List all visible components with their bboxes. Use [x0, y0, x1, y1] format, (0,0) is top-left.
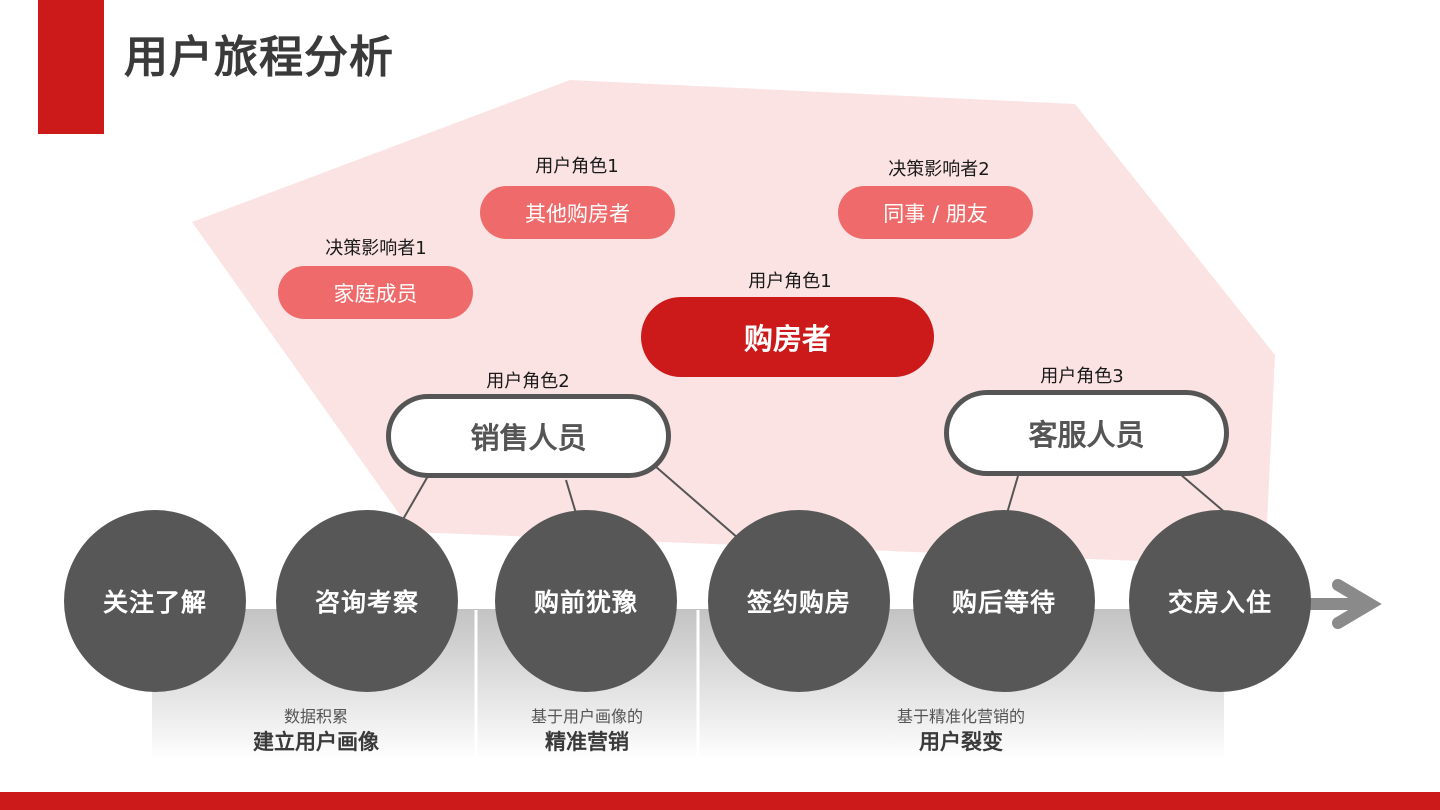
stage-circle: 签约购房 — [708, 510, 890, 692]
role-label-sales: 用户角色2 — [486, 371, 570, 392]
role-label-colleagues: 决策影响者2 — [888, 159, 990, 180]
role-label-buyer: 用户角色1 — [748, 271, 832, 292]
role-label-family: 决策影响者1 — [325, 238, 427, 259]
role-pill-buyer: 购房者 — [641, 297, 934, 377]
role-pill-sales: 销售人员 — [386, 394, 671, 478]
stage-group-title: 建立用户画像 — [253, 730, 379, 754]
stage-group-subtitle: 基于用户画像的 — [530, 707, 644, 726]
stage-group-caption: 基于用户画像的 精准营销 — [531, 706, 643, 756]
stage-group-subtitle: 数据积累 — [283, 707, 348, 726]
stage-group-subtitle: 基于精准化营销的 — [896, 707, 1026, 726]
role-pill-other-buyers: 其他购房者 — [480, 186, 675, 239]
role-label-service: 用户角色3 — [1040, 366, 1124, 387]
stage-group-caption: 数据积累 建立用户画像 — [253, 706, 379, 756]
stage-circle: 购前犹豫 — [495, 510, 677, 692]
role-pill-service: 客服人员 — [944, 390, 1229, 476]
stage-circle: 购后等待 — [913, 510, 1095, 692]
footer-bar — [0, 792, 1440, 810]
stage-circle: 关注了解 — [64, 510, 246, 692]
role-label-other-buyers: 用户角色1 — [535, 156, 619, 177]
stage-group-caption: 基于精准化营销的 用户裂变 — [897, 706, 1025, 756]
role-pill-family: 家庭成员 — [278, 266, 473, 319]
page-title: 用户旅程分析 — [124, 32, 394, 83]
stage-group-title: 用户裂变 — [918, 730, 1003, 754]
stage-group-title: 精准营销 — [544, 730, 629, 754]
stage-circle: 咨询考察 — [276, 510, 458, 692]
brand-block — [38, 0, 104, 134]
stage-circle: 交房入住 — [1129, 510, 1311, 692]
role-pill-colleagues: 同事 / 朋友 — [838, 186, 1033, 239]
